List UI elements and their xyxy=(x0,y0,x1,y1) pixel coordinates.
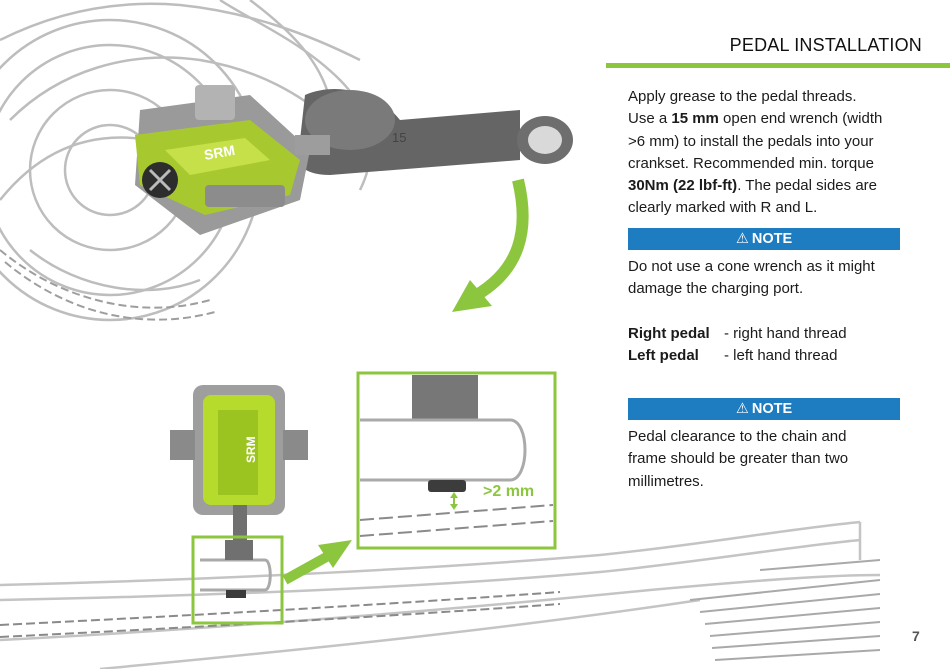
title-underline xyxy=(606,63,950,68)
pedal-small-brand-text: SRM xyxy=(244,436,258,463)
chain-line-art xyxy=(0,249,216,321)
pedal-large-icon: SRM xyxy=(135,85,330,235)
left-pedal-line: Left pedal- left hand thread xyxy=(628,347,838,365)
pedal-brand-text: SRM xyxy=(203,142,236,163)
zoom-arrow xyxy=(282,550,333,585)
note-2-text: Pedal clearance to the chain and frame s… xyxy=(628,426,913,493)
pedal-small-icon: SRM xyxy=(170,385,308,555)
frame-line-art xyxy=(0,520,881,669)
note-banner-2: ⚠NOTE xyxy=(628,398,900,420)
instr-line-5: 30Nm (22 lbf-ft). The pedal sides are xyxy=(628,177,877,195)
clearance-label: >2 mm xyxy=(483,483,535,500)
instructions-text: Apply grease to the pedal threads. Use a… xyxy=(628,86,913,220)
note-label-1: NOTE xyxy=(751,231,793,247)
instr-line-2: Use a 15 mm open end wrench (width xyxy=(628,110,883,128)
detail-box-small xyxy=(191,535,284,625)
install-arrow-head xyxy=(452,280,492,312)
instr-line-6: clearly marked with R and L. xyxy=(628,199,818,217)
instr-line-1: Apply grease to the pedal threads. xyxy=(628,88,857,105)
page-number: 7 xyxy=(912,628,920,644)
thread-info: Right pedal- right hand thread Left peda… xyxy=(628,323,913,368)
note-2-line-2: frame should be greater than two xyxy=(628,450,849,468)
chain-bottom xyxy=(0,591,561,638)
zoom-arrow-head xyxy=(318,540,352,568)
instr-line-4: crankset. Recommended min. torque xyxy=(628,154,874,172)
note-banner-1: ⚠NOTE xyxy=(628,228,900,250)
instr-line-3: >6 mm) to install the pedals into your xyxy=(628,132,874,150)
install-arrow xyxy=(471,178,529,302)
note-2-line-3: millimetres. xyxy=(628,472,704,490)
note-2-line-1: Pedal clearance to the chain and xyxy=(628,428,847,445)
page-title: PEDAL INSTALLATION xyxy=(729,35,922,55)
wrench-icon: 15 xyxy=(296,89,573,175)
cassette-line-art xyxy=(689,559,881,661)
note-label-2: NOTE xyxy=(751,401,793,417)
warning-triangle-icon: ⚠ xyxy=(735,401,749,417)
note-1-text: Do not use a cone wrench as it might dam… xyxy=(628,256,913,301)
right-pedal-line: Right pedal- right hand thread xyxy=(628,325,847,342)
warning-triangle-icon: ⚠ xyxy=(735,231,749,247)
wrench-size-text: 15 xyxy=(392,130,406,145)
detail-box-large xyxy=(356,371,557,550)
chain-detail xyxy=(359,504,554,537)
note-1-line-1: Do not use a cone wrench as it might xyxy=(628,258,875,275)
note-1-line-2: damage the charging port. xyxy=(628,280,804,298)
